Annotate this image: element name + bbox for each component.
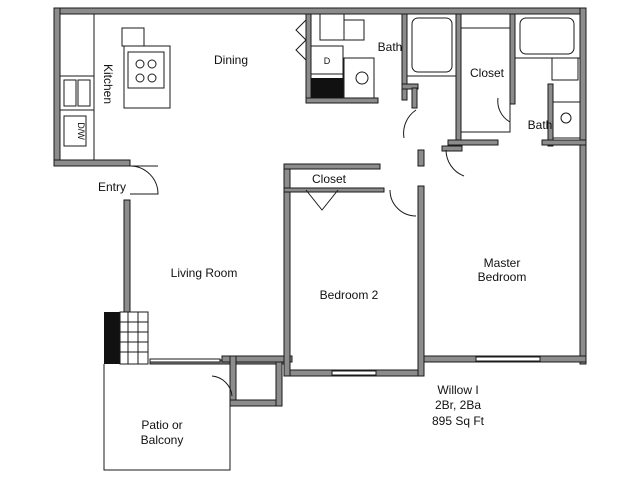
bath-2-tub-icon <box>514 13 581 59</box>
bath-1-tub-icon <box>406 13 457 77</box>
hall-door-2 <box>445 149 465 177</box>
closet-1-door <box>497 97 511 123</box>
laundry-fixtures: D W <box>295 19 344 99</box>
sink-icon <box>59 75 95 111</box>
dryer-icon <box>310 45 344 75</box>
plan-area: 895 Sq Ft <box>432 414 485 428</box>
dishwasher-icon <box>63 115 87 147</box>
label-dining: Dining <box>214 53 248 67</box>
label-closet-1: Closet <box>470 66 505 80</box>
room-labels: Kitchen Dining Bath Closet Bath Entry Cl… <box>98 40 552 447</box>
label-kitchen: Kitchen <box>101 64 115 104</box>
bath-2-sink-icon <box>552 101 581 139</box>
label-bedroom-2: Bedroom 2 <box>320 288 379 302</box>
label-master-line2: Bedroom <box>478 270 527 284</box>
doors <box>129 97 511 397</box>
stove-icon <box>127 51 165 89</box>
bath-1-fixtures <box>319 13 457 99</box>
patio-door <box>211 375 233 397</box>
plan-info: Willow I 2Br, 2Ba 895 Sq Ft <box>432 383 485 428</box>
living-sliding-door <box>149 358 221 363</box>
dryer-label: D <box>324 56 331 66</box>
label-patio-line2: Balcony <box>141 433 184 447</box>
label-bath-1: Bath <box>378 40 403 54</box>
label-living-room: Living Room <box>171 266 238 280</box>
windows <box>149 356 541 376</box>
entry-door <box>129 165 159 195</box>
patio-outline <box>103 364 231 471</box>
label-bath-2: Bath <box>528 118 553 132</box>
plan-beds-baths: 2Br, 2Ba <box>435 398 481 412</box>
label-patio-line1: Patio or <box>141 418 182 432</box>
fireplace-icon <box>104 312 120 364</box>
fireplace <box>104 311 149 365</box>
bath-1-sink-icon <box>343 57 375 99</box>
label-closet-2: Closet <box>312 172 347 186</box>
bedroom-2-window <box>331 370 377 376</box>
hall-door-1 <box>403 109 417 139</box>
bath-2-fixtures <box>514 13 581 139</box>
master-window <box>475 356 541 362</box>
label-master-line1: Master <box>484 256 521 270</box>
plan-name: Willow I <box>437 383 478 397</box>
dishwasher-label: D/W <box>76 122 86 140</box>
kitchen-fixtures: D/W <box>59 13 171 161</box>
closet-2-bifold-door <box>305 189 339 211</box>
label-entry: Entry <box>98 180 126 194</box>
bath-2-toilet-icon <box>551 57 579 81</box>
toilet-icon <box>319 13 345 41</box>
bedroom-2-door <box>389 189 417 217</box>
